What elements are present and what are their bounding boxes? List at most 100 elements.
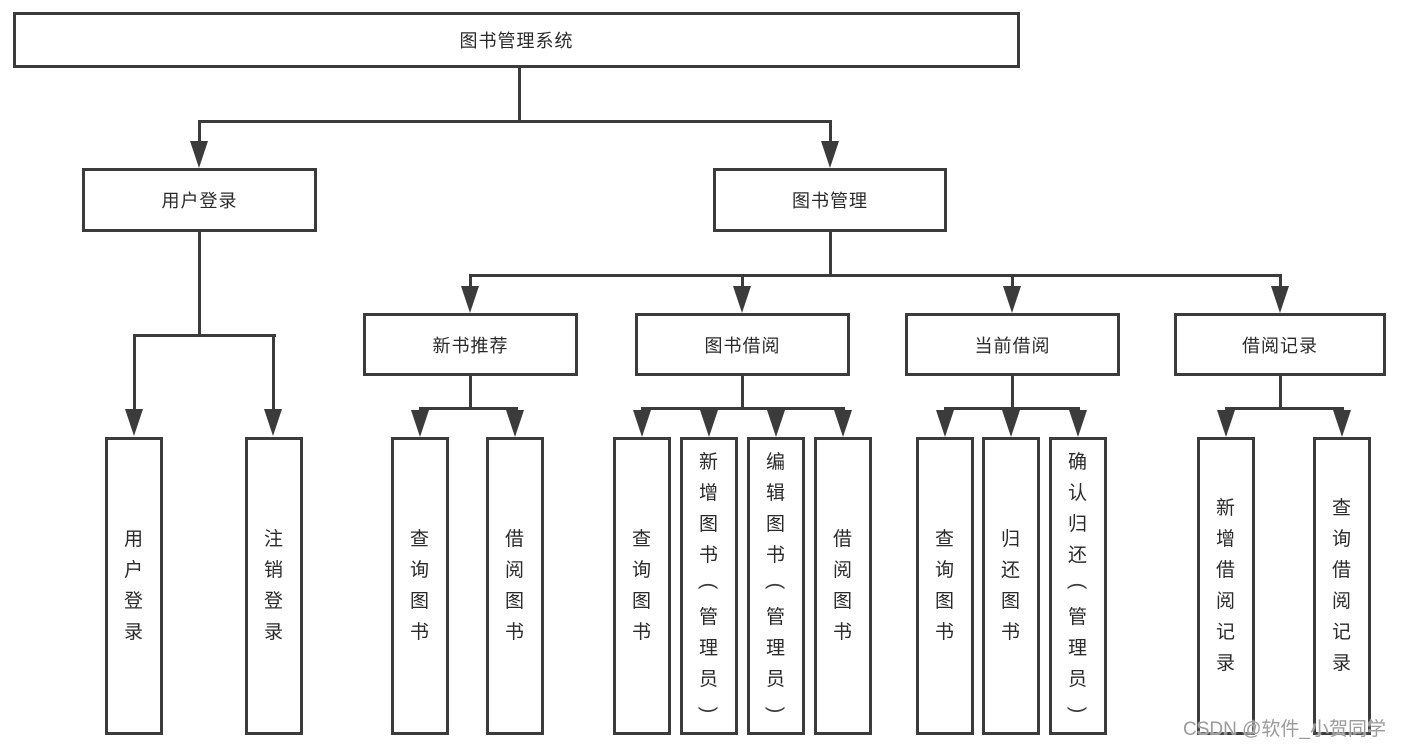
vertical-label-char: 书 [698, 544, 719, 566]
vertical-label-char: 员 [698, 668, 719, 690]
vertical-label-char: 记 [1331, 622, 1352, 643]
vertical-label-char: 查 [631, 529, 652, 550]
connector-borrow-stub [741, 376, 744, 409]
node-new-book-recommend: 新书推荐 [363, 313, 578, 376]
arrowhead-icon [506, 410, 524, 437]
vertical-label-char: 用 [123, 529, 144, 550]
connector-user-login-branch [133, 334, 276, 337]
connector-drop-l3 [1279, 274, 1282, 287]
vertical-label-char: 书 [934, 622, 955, 643]
vertical-label-char: ( [698, 582, 720, 590]
vertical-label-char: 借 [1331, 560, 1352, 581]
arrowhead-icon [1069, 410, 1087, 437]
connector-drop-leaf [272, 334, 275, 410]
vertical-label-char: 图 [832, 591, 853, 612]
vertical-label-char: 书 [631, 622, 652, 643]
vertical-label-char: 新 [1215, 498, 1236, 519]
vertical-label-char: 理 [698, 637, 719, 659]
node-borrow-record: 借阅记录 [1174, 313, 1386, 376]
watermark: CSDN @软件_小贺同学 [1183, 719, 1386, 740]
vertical-label-char: ( [1067, 582, 1089, 590]
arrowhead-icon [1217, 410, 1235, 437]
vertical-label-char: 销 [263, 560, 284, 581]
vertical-label-char: 录 [1215, 653, 1236, 674]
vertical-label-char: 户 [123, 560, 144, 581]
connector-drop-book-management [829, 120, 832, 143]
vertical-label-char: 记 [1215, 622, 1236, 643]
vertical-label-char: 书 [1000, 622, 1021, 643]
arrowhead-icon [821, 141, 839, 168]
arrowhead-icon [190, 141, 208, 168]
connector-recommend-branch [419, 407, 518, 410]
vertical-label-char: 询 [934, 560, 955, 581]
vertical-label-char: 员 [765, 668, 786, 690]
vertical-label-char: 图 [631, 591, 652, 612]
connector-book-management-branch [469, 274, 1282, 277]
connector-drop-l3 [469, 274, 472, 287]
vertical-label-char: 管 [765, 606, 786, 628]
vertical-label-char: 阅 [1331, 591, 1352, 612]
arrowhead-icon [1002, 410, 1020, 437]
vertical-label-char: 理 [1067, 637, 1088, 659]
leaf-edit-books-admin: 编辑图书(管理员) [747, 437, 805, 735]
node-current-borrow: 当前借阅 [905, 313, 1120, 376]
vertical-label-char: 书 [832, 622, 853, 643]
leaf-borrow-books: 借阅图书 [814, 437, 872, 735]
vertical-label-char: 借 [832, 529, 853, 550]
vertical-label-char: 图 [934, 591, 955, 612]
vertical-label-char: ( [765, 582, 787, 590]
leaf-return-books: 归还图书 [982, 437, 1040, 735]
vertical-label-char: 还 [1067, 544, 1088, 566]
arrowhead-icon [461, 286, 479, 313]
connector-record-branch [1225, 407, 1344, 410]
leaf-add-books-admin: 新增图书(管理员) [680, 437, 738, 735]
arrowhead-icon [633, 410, 651, 437]
arrowhead-icon [125, 409, 143, 436]
vertical-label-char: 图 [698, 513, 719, 535]
vertical-label-char: 阅 [832, 560, 853, 581]
vertical-label-char: 书 [409, 622, 430, 643]
vertical-label-char: 录 [123, 622, 144, 643]
connector-book-management-stub [829, 232, 832, 276]
vertical-label-char: 阅 [504, 560, 525, 581]
leaf-logout: 注销登录 [245, 437, 303, 735]
leaf-confirm-return-admin: 确认归还(管理员) [1049, 437, 1107, 735]
vertical-label-char: 员 [1067, 668, 1088, 690]
vertical-label-char: 阅 [1215, 591, 1236, 612]
connector-record-stub [1279, 376, 1282, 409]
connector-current-stub [1011, 376, 1014, 409]
vertical-label-char: 还 [1000, 560, 1021, 581]
vertical-label-char: 增 [1215, 529, 1236, 550]
vertical-label-char: 归 [1000, 529, 1021, 550]
vertical-label-char: 注 [263, 529, 284, 550]
arrowhead-icon [733, 286, 751, 313]
connector-root-stub [518, 68, 521, 122]
vertical-label-char: 新 [698, 451, 719, 473]
vertical-label-char: 询 [631, 560, 652, 581]
connector-current-branch [944, 407, 1080, 410]
vertical-label-char: 管 [1067, 606, 1088, 628]
arrowhead-icon [264, 409, 282, 436]
connector-drop-l3 [741, 274, 744, 287]
leaf-query-books-borrow: 查询图书 [613, 437, 671, 735]
vertical-label-char: 录 [263, 622, 284, 643]
vertical-label-char: 登 [263, 591, 284, 612]
vertical-label-char: 认 [1067, 482, 1088, 504]
vertical-label-char: ) [1067, 706, 1089, 714]
node-book-borrow: 图书借阅 [635, 313, 850, 376]
connector-drop-leaf [133, 334, 136, 410]
node-root: 图书管理系统 [13, 12, 1020, 68]
vertical-label-char: 书 [504, 622, 525, 643]
arrowhead-icon [411, 410, 429, 437]
arrowhead-icon [1003, 286, 1021, 313]
vertical-label-char: 图 [1000, 591, 1021, 612]
vertical-label-char: 图 [409, 591, 430, 612]
arrowhead-icon [700, 410, 718, 437]
node-book-management: 图书管理 [713, 168, 947, 232]
vertical-label-char: ) [698, 706, 720, 714]
connector-recommend-stub [469, 376, 472, 409]
leaf-user-login: 用户登录 [105, 437, 163, 735]
vertical-label-char: 询 [1331, 529, 1352, 550]
connector-borrow-branch [641, 407, 845, 410]
